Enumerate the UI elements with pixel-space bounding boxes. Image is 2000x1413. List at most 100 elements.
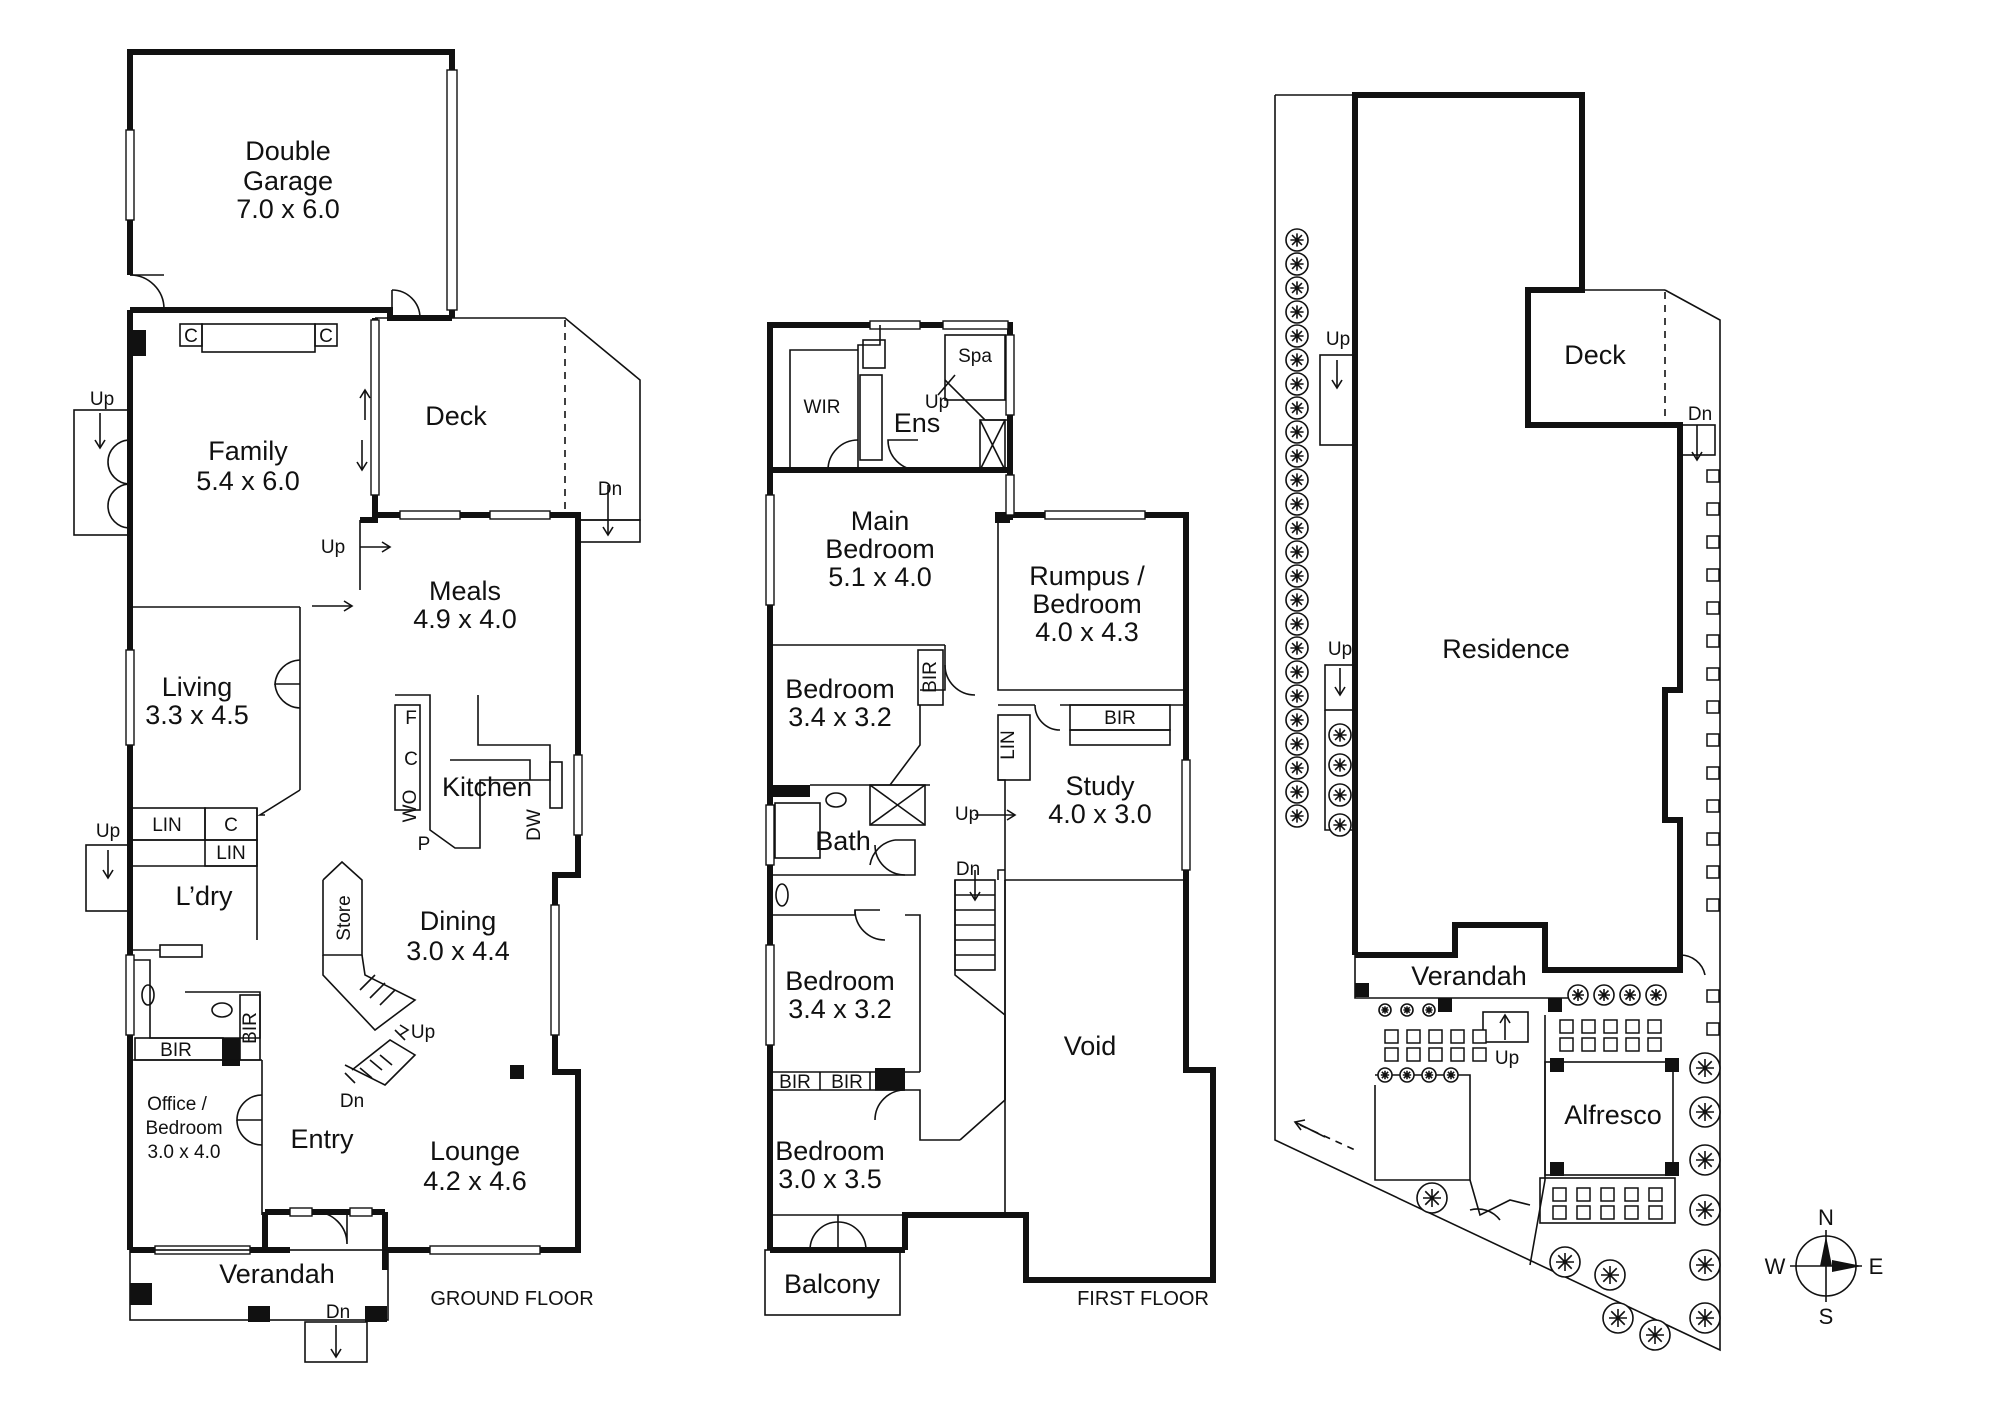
compass-rose: N E S W — [1765, 1205, 1884, 1329]
first-floor-partitions — [770, 515, 1186, 1251]
tree-icon-detail — [1290, 353, 1304, 367]
lounge-label: Lounge — [430, 1136, 520, 1166]
tree-icon-detail — [1696, 1059, 1714, 1077]
garage-dims: 7.0 x 6.0 — [236, 194, 340, 224]
paver-square — [1576, 1205, 1591, 1220]
living-dims: 3.3 x 4.5 — [145, 700, 249, 730]
paver-square — [1428, 1047, 1443, 1062]
tree-icon-detail — [1333, 818, 1347, 832]
tree-icon-detail — [1446, 1070, 1456, 1080]
paver-square — [1552, 1187, 1567, 1202]
tree-icon-detail — [1290, 761, 1304, 775]
compass-n: N — [1818, 1205, 1834, 1230]
tree-icon-detail — [1650, 989, 1662, 1001]
entry-door — [289, 1207, 373, 1245]
ground-verandah — [129, 1249, 389, 1363]
tree-icon-detail — [1696, 1256, 1714, 1274]
office-dims: 3.0 x 4.0 — [148, 1142, 221, 1163]
compass-w: W — [1765, 1254, 1786, 1279]
first-up-study: Up — [955, 804, 979, 825]
tree-icon-detail — [1624, 989, 1636, 1001]
site-up-2: Up — [1328, 639, 1352, 660]
first-floor-plan: WIR Ens Spa Up Main Bedroom 5.1 x 4.0 Ru… — [764, 320, 1216, 1316]
tree-icon-detail — [1290, 401, 1304, 415]
tree-icon-detail — [1572, 989, 1584, 1001]
linen-label-1: LIN — [152, 815, 182, 836]
garage-label-2: Garage — [243, 166, 333, 196]
paver-square — [1706, 733, 1720, 747]
tree-icon-detail — [1290, 809, 1304, 823]
family-dims: 5.4 x 6.0 — [196, 466, 300, 496]
first-dn-stairs: Dn — [956, 859, 980, 880]
cupboard-c-kitchen: C — [404, 749, 418, 770]
tree-icon-detail — [1290, 497, 1304, 511]
ground-verandah-label: Verandah — [219, 1259, 335, 1289]
paver-square — [1706, 601, 1720, 615]
paver-square — [1706, 766, 1720, 780]
tree-icon-detail — [1290, 713, 1304, 727]
paver-square — [1706, 469, 1720, 483]
paver-square — [1406, 1047, 1421, 1062]
cupboard-c-left: C — [184, 326, 198, 347]
tree-icon-detail — [1403, 1006, 1411, 1014]
paver-square — [1428, 1029, 1443, 1044]
site-landscaping — [1285, 228, 1721, 1351]
fridge-label: F — [405, 708, 417, 729]
site-deck-label: Deck — [1564, 340, 1626, 370]
paver-square — [1472, 1029, 1487, 1044]
site-plan: Deck Residence Verandah Alfresco Up Up D… — [1274, 92, 1884, 1352]
ensuite-fittings — [789, 325, 1010, 471]
lounge-dims: 4.2 x 4.6 — [423, 1166, 527, 1196]
paver-square — [1706, 865, 1720, 879]
tree-icon-detail — [1333, 788, 1347, 802]
paver-square — [1706, 634, 1720, 648]
dining-label: Dining — [420, 906, 497, 936]
cupboard-c-label: C — [224, 815, 238, 836]
bir-label-vertical: BIR — [240, 1012, 261, 1044]
tree-icon-detail — [1290, 377, 1304, 391]
paver-square — [1706, 1022, 1720, 1036]
tree-icon-detail — [1290, 449, 1304, 463]
meals-label: Meals — [429, 576, 501, 606]
compass-s: S — [1819, 1304, 1834, 1329]
tree-icon-detail — [1290, 569, 1304, 583]
site-up-verandah: Up — [1495, 1048, 1519, 1069]
tree-icon-detail — [1696, 1151, 1714, 1169]
tree-icon-detail — [1290, 329, 1304, 343]
site-outdoor-areas — [1293, 954, 1706, 1266]
dishwasher-label: DW — [524, 809, 545, 841]
ground-dn-deck: Dn — [598, 479, 622, 500]
main-bedroom-dims: 5.1 x 4.0 — [828, 562, 932, 592]
paver-square — [1648, 1205, 1663, 1220]
ground-up-laundry: Up — [96, 821, 120, 842]
residence-walls — [1352, 92, 1683, 973]
tree-icon-detail — [1290, 737, 1304, 751]
main-bedroom-label-2: Bedroom — [825, 534, 935, 564]
kitchen-label: Kitchen — [442, 772, 532, 802]
tree-icon-detail — [1290, 281, 1304, 295]
paver-square — [1600, 1187, 1615, 1202]
bedroom-c-dims: 3.0 x 3.5 — [778, 1164, 882, 1194]
tree-icon-detail — [1290, 473, 1304, 487]
void-label: Void — [1064, 1031, 1117, 1061]
first-floor-windows — [765, 320, 1191, 1046]
tree-icon-detail — [1290, 521, 1304, 535]
tree-icon-detail — [1290, 257, 1304, 271]
living-doors — [274, 659, 301, 709]
paver-square — [1647, 1019, 1662, 1034]
paver-square — [1559, 1037, 1574, 1052]
tree-icon-detail — [1425, 1006, 1433, 1014]
spa-label: Spa — [958, 346, 992, 367]
paver-square — [1559, 1019, 1574, 1034]
paver-square — [1603, 1019, 1618, 1034]
bedroom-c-label: Bedroom — [775, 1136, 885, 1166]
first-bir-vertical: BIR — [920, 661, 941, 693]
first-bir-rumpus: BIR — [1104, 708, 1136, 729]
dining-dims: 3.0 x 4.4 — [406, 936, 510, 966]
ground-bathroom — [125, 954, 263, 1215]
ground-up-family: Up — [90, 389, 114, 410]
tree-icon-detail — [1423, 1189, 1441, 1207]
first-lin-label: LIN — [998, 730, 1019, 760]
tree-icon-detail — [1333, 758, 1347, 772]
